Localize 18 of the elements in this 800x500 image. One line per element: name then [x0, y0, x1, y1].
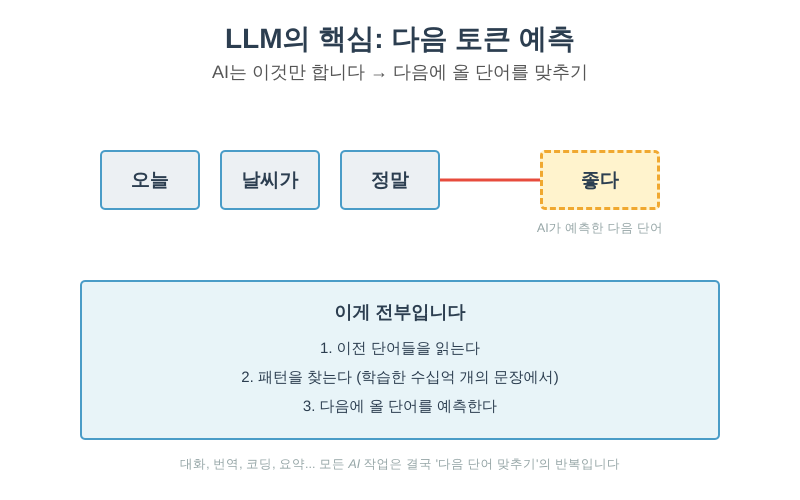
- word-token-box: [220, 150, 320, 210]
- word-token-box: [340, 150, 440, 210]
- word-token-box: [100, 150, 200, 210]
- token-text: 오늘: [131, 169, 169, 193]
- summary-panel: [80, 280, 720, 440]
- title: LLM의 핵심: 다음 토큰 예측: [224, 22, 576, 56]
- token-text: 좋다: [581, 169, 619, 193]
- connector-line: [440, 178, 540, 182]
- subtitle: AI는 이것만 합니다 → 다음에 올 단어를 맞추기: [210, 61, 589, 84]
- step-text: 3. 다음에 올 단어를 예측한다: [302, 396, 498, 416]
- token-text: 날씨가: [242, 169, 298, 193]
- token-text: 정말: [371, 169, 409, 193]
- predicted-token-box: [540, 150, 660, 210]
- panel-heading: 이게 전부입니다: [334, 300, 466, 324]
- step-text: 1. 이전 단어들을 읽는다: [320, 338, 480, 358]
- node-caption: AI가 예측한 다음 단어: [536, 220, 664, 237]
- step-text: 2. 패턴을 찾는다 (학습한 수십억 개의 문장에서): [241, 368, 559, 386]
- caption: 대화, 번역, 코딩, 요약... 모든 AI 작업은 결국 '다음 단어 맞추기'의 반복입니다: [179, 456, 621, 473]
